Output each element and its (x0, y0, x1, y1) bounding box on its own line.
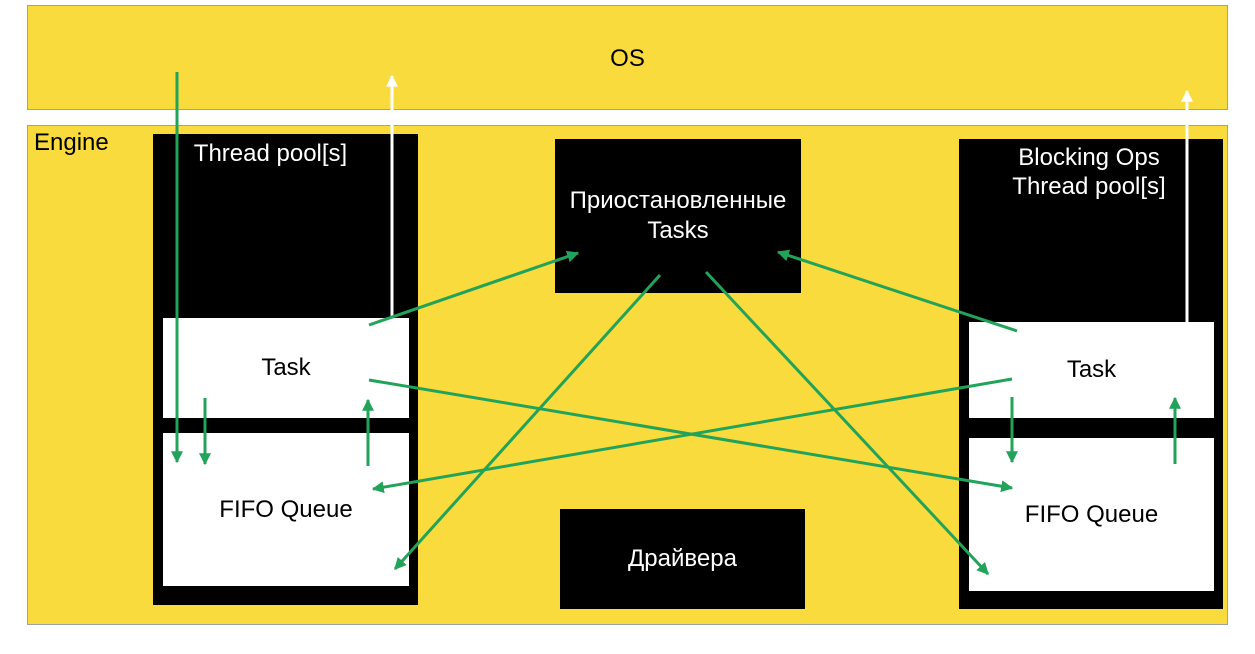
fifo-queue-left: FIFO Queue (163, 433, 409, 586)
thread-pool-left-title: Thread pool[s] (193, 140, 348, 167)
os-layer: OS (27, 5, 1228, 110)
engine-label: Engine (34, 129, 109, 156)
task-right-label: Task (1066, 356, 1117, 383)
drivers-box: Драйвера (560, 509, 805, 609)
blocking-ops-pool-title-line2: Thread pool[s] (1012, 173, 1166, 200)
task-right: Task (969, 322, 1214, 418)
suspended-tasks-line2: Tasks (647, 217, 709, 244)
task-left: Task (163, 318, 409, 418)
os-label: OS (610, 45, 645, 72)
suspended-tasks-line1: Приостановленные (569, 187, 787, 214)
blocking-ops-pool-title-line1: Blocking Ops (1018, 144, 1160, 171)
drivers-label: Драйвера (628, 545, 737, 572)
fifo-queue-right-label: FIFO Queue (1024, 500, 1159, 528)
fifo-queue-left-label: FIFO Queue (219, 495, 353, 523)
suspended-tasks-box: Приостановленные Tasks (555, 139, 801, 293)
task-left-label: Task (261, 354, 311, 381)
fifo-queue-right: FIFO Queue (969, 438, 1214, 591)
